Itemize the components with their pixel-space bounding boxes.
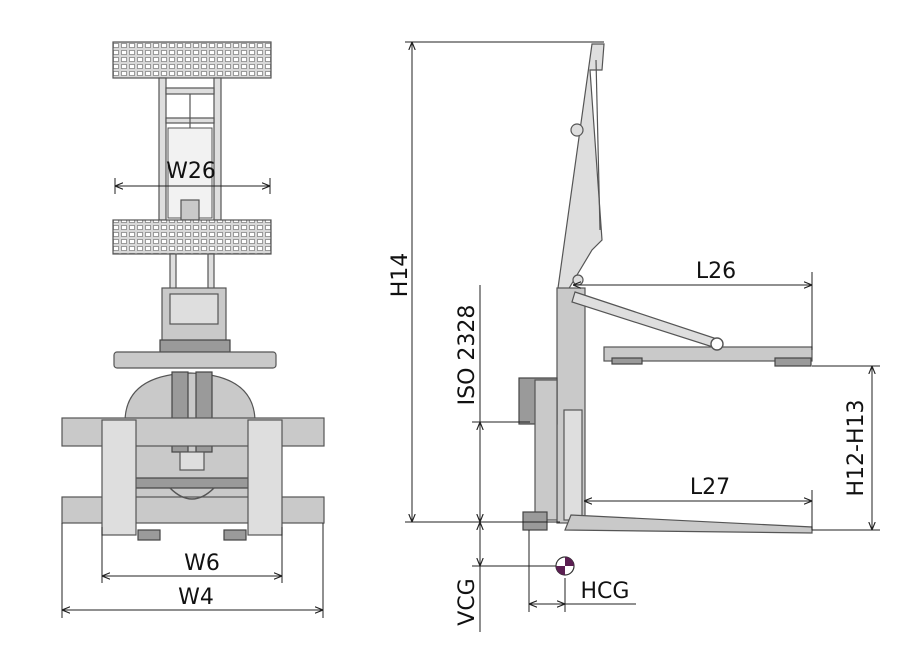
side-clamp-plate xyxy=(603,346,813,362)
h14-label: H14 xyxy=(388,253,413,298)
dim-w6: W6 xyxy=(101,527,283,583)
dim-h12-h13: H12-H13 xyxy=(812,365,880,531)
folded-backrest xyxy=(557,43,605,291)
dim-l27: L27 xyxy=(584,475,813,530)
dim-iso2328: ISO 2328 xyxy=(455,285,530,522)
h12h13-label: H12-H13 xyxy=(844,399,869,496)
center-of-gravity-icon xyxy=(555,556,575,576)
upper-side-arm xyxy=(61,417,325,447)
upper-grid-pad xyxy=(112,41,272,79)
dim-hcg: HCG xyxy=(528,530,636,612)
side-view xyxy=(518,43,813,576)
l26-label: L26 xyxy=(696,259,736,284)
l27-label: L27 xyxy=(690,475,730,500)
dim-vcg: VCG xyxy=(455,522,556,632)
vcg-label: VCG xyxy=(455,578,480,625)
hcg-label: HCG xyxy=(581,579,630,604)
top-plate xyxy=(113,351,277,369)
left-clamp-pad xyxy=(101,419,137,536)
w4-label: W4 xyxy=(178,585,214,610)
dim-l26: L26 xyxy=(573,259,813,350)
w6-label: W6 xyxy=(184,551,220,576)
lower-grid-pad xyxy=(112,219,272,255)
w26-label: W26 xyxy=(166,159,216,184)
dim-w4: W4 xyxy=(61,523,324,618)
iso-label: ISO 2328 xyxy=(455,305,480,406)
front-view xyxy=(61,41,325,541)
fork xyxy=(564,514,813,534)
right-clamp-pad xyxy=(247,419,283,536)
dim-h14: H14 xyxy=(388,41,604,523)
backrest-frame xyxy=(158,77,222,221)
dim-w26: W26 xyxy=(114,159,271,194)
diagonal-arm xyxy=(571,291,721,349)
lower-side-arm xyxy=(61,496,325,524)
